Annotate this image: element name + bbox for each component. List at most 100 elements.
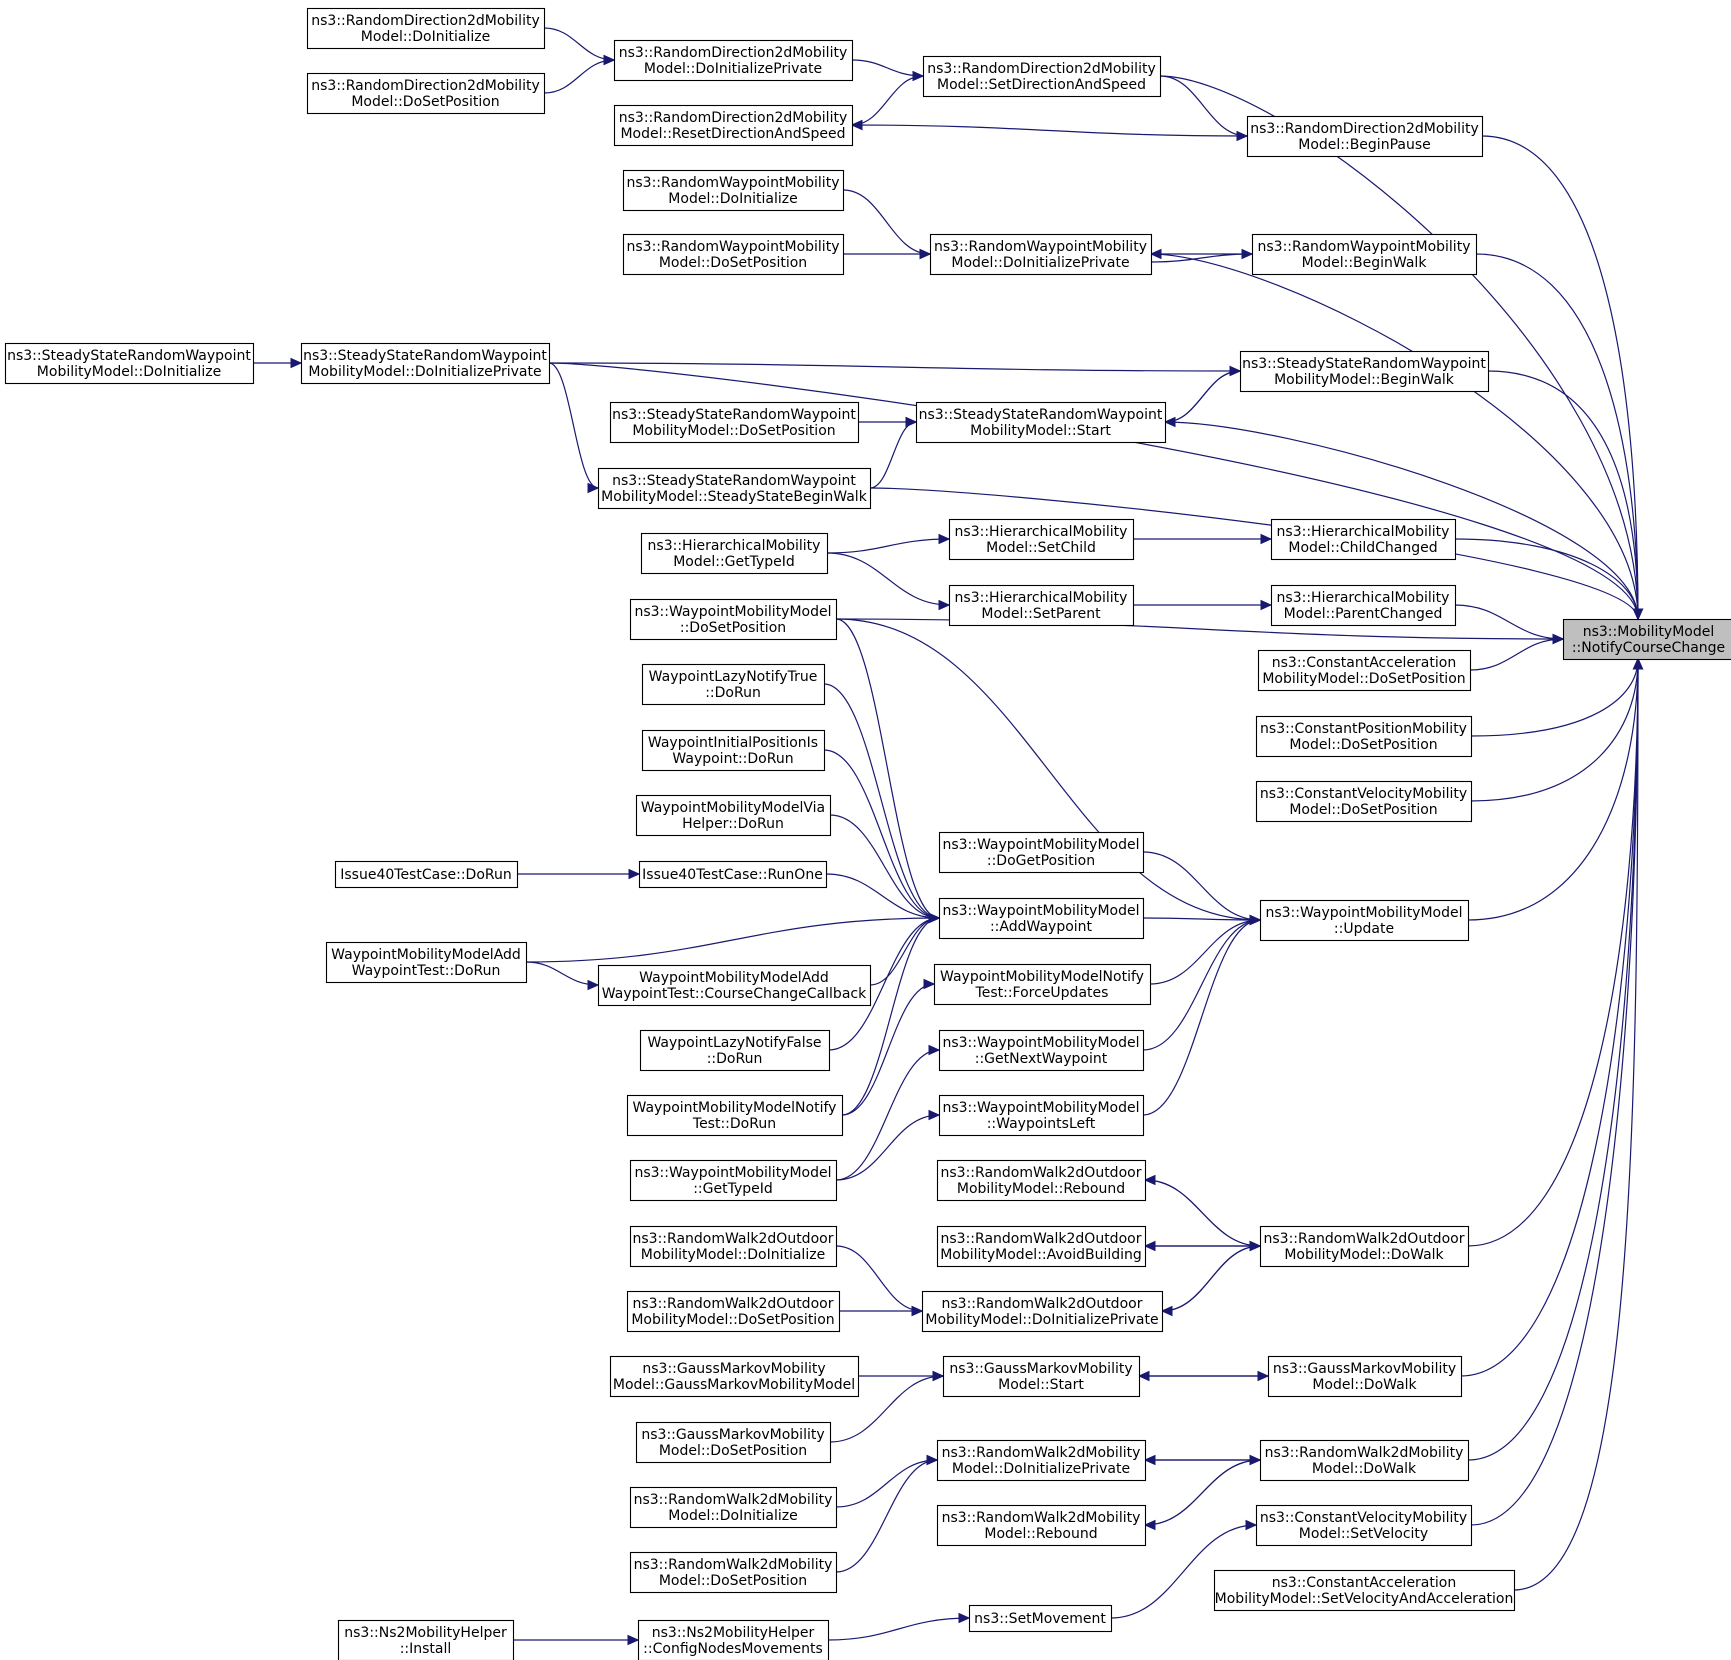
node-box [597, 964, 872, 1007]
node-hm-setparent[interactable]: ns3::HierarchicalMobilityModel::SetParen… [948, 584, 1135, 627]
edge-ss-start-to-ss-beginwalk [1164, 370, 1241, 423]
node-label: ns3::RandomDirection2dMobility [311, 78, 539, 94]
node-box [936, 1504, 1147, 1547]
node-rd2-doinitpriv[interactable]: ns3::RandomDirection2dMobilityModel::DoI… [613, 39, 854, 82]
node-wmmawt-dorun[interactable]: WaypointMobilityModelAddWaypointTest::Do… [325, 941, 528, 984]
node-gm-dosetpos[interactable]: ns3::GaussMarkovMobilityModel::DoSetPosi… [635, 1421, 832, 1464]
node-wmm-getnext[interactable]: ns3::WaypointMobilityModel::GetNextWaypo… [938, 1029, 1145, 1072]
node-label: Model::DoInitialize [361, 29, 490, 45]
node-label: ns3::RandomWaypointMobility [627, 175, 840, 191]
node-ss-doinitpriv[interactable]: ns3::SteadyStateRandomWaypointMobilityMo… [300, 342, 551, 385]
node-rw2-doinitpriv[interactable]: ns3::RandomWalk2dMobilityModel::DoInitia… [936, 1439, 1147, 1482]
node-label: ::DoRun [707, 1051, 763, 1067]
node-hm-parentchanged[interactable]: ns3::HierarchicalMobilityModel::ParentCh… [1270, 584, 1457, 627]
node-rd2-setdir[interactable]: ns3::RandomDirection2dMobilityModel::Set… [922, 55, 1162, 98]
node-cv-dosetpos[interactable]: ns3::ConstantVelocityMobilityModel::DoSe… [1255, 780, 1473, 823]
node-rd2-doinit[interactable]: ns3::RandomDirection2dMobilityModel::DoI… [306, 7, 546, 50]
node-label: Model::DoSetPosition [659, 255, 807, 271]
node-box [933, 963, 1152, 1006]
node-ss-start[interactable]: ns3::SteadyStateRandomWaypointMobilityMo… [915, 401, 1167, 444]
node-wmm-gettypeid[interactable]: ns3::WaypointMobilityModel::GetTypeId [629, 1159, 838, 1202]
arrowhead [850, 119, 863, 131]
node-ns2-install[interactable]: ns3::Ns2MobilityHelper::Install [337, 1619, 515, 1660]
node-rw2o-avoid[interactable]: ns3::RandomWalk2dOutdoorMobilityModel::A… [936, 1225, 1147, 1268]
edge-hm-gettypeid-to-hm-setchild [826, 538, 950, 554]
node-cp-dosetpos[interactable]: ns3::ConstantPositionMobilityModel::DoSe… [1255, 715, 1473, 758]
node-cv-setvel[interactable]: ns3::ConstantVelocityMobilityModel::SetV… [1255, 1504, 1473, 1547]
node-label: WaypointTest::CourseChangeCallback [602, 986, 867, 1002]
node-hm-gettypeid[interactable]: ns3::HierarchicalMobilityModel::GetTypeI… [640, 532, 829, 575]
node-label: ns3::RandomWalk2dMobility [634, 1557, 833, 1573]
node-rw2-doinit[interactable]: ns3::RandomWalk2dMobilityModel::DoInitia… [629, 1486, 838, 1529]
node-box [597, 467, 872, 510]
node-label: MobilityModel::DoInitialize [37, 364, 221, 380]
node-wmm-wpleft[interactable]: ns3::WaypointMobilityModel::WaypointsLef… [938, 1094, 1145, 1137]
node-label: Model::SetParent [981, 606, 1101, 622]
node-i40-runone[interactable]: Issue40TestCase::RunOne [638, 860, 828, 889]
node-setmovement[interactable]: ns3::SetMovement [968, 1604, 1113, 1633]
node-box [1562, 618, 1731, 661]
node-box [613, 39, 854, 82]
edge-rwp-beginwalk-to-notify [1475, 253, 1639, 620]
node-wmm-dogetpos[interactable]: ns3::WaypointMobilityModel::DoGetPositio… [938, 831, 1145, 874]
node-label: WaypointMobilityModelAdd [331, 947, 521, 963]
node-wmm-addwp[interactable]: ns3::WaypointMobilityModel::AddWaypoint [938, 897, 1145, 940]
node-rd2-reset[interactable]: ns3::RandomDirection2dMobilityModel::Res… [613, 104, 854, 147]
node-label: WaypointLazyNotifyTrue [649, 669, 818, 685]
node-rwp-doinit[interactable]: ns3::RandomWaypointMobilityModel::DoInit… [622, 169, 845, 212]
arrowhead [1632, 608, 1644, 621]
edge-ns2-config-to-setmovement [827, 1617, 970, 1641]
node-rw2o-doinitpriv[interactable]: ns3::RandomWalk2dOutdoorMobilityModel::D… [921, 1290, 1164, 1333]
node-rw2o-rebound[interactable]: ns3::RandomWalk2dOutdoorMobilityModel::R… [936, 1159, 1147, 1202]
node-wlnt-dorun[interactable]: WaypointLazyNotifyTrue::DoRun [641, 663, 826, 706]
node-label: ns3::RandomWalk2dMobility [1265, 1445, 1464, 1461]
node-wlnf-dorun[interactable]: WaypointLazyNotifyFalse::DoRun [639, 1029, 831, 1072]
node-ca-dosetpos[interactable]: ns3::ConstantAccelerationMobilityModel::… [1257, 649, 1472, 692]
node-notify[interactable]: ns3::MobilityModel::NotifyCourseChange [1562, 618, 1731, 661]
edge-wmm-dosetpos-to-wmm-addwp [835, 618, 940, 919]
node-label: Model::BeginPause [1298, 137, 1431, 153]
node-gm-dowalk[interactable]: ns3::GaussMarkovMobilityModel::DoWalk [1267, 1355, 1463, 1398]
node-ss-doinit[interactable]: ns3::SteadyStateRandomWaypointMobilityMo… [4, 342, 255, 385]
node-rw2o-doinit[interactable]: ns3::RandomWalk2dOutdoorMobilityModel::D… [629, 1225, 838, 1268]
node-wmmawt-ccb[interactable]: WaypointMobilityModelAddWaypointTest::Co… [597, 964, 872, 1007]
node-rwp-doinitpriv[interactable]: ns3::RandomWaypointMobilityModel::DoInit… [929, 233, 1153, 276]
node-box [938, 897, 1145, 940]
node-hm-childchanged[interactable]: ns3::HierarchicalMobilityModel::ChildCha… [1270, 518, 1457, 561]
node-wmm-update[interactable]: ns3::WaypointMobilityModel::Update [1259, 899, 1470, 942]
node-label: Waypoint::DoRun [672, 751, 793, 767]
node-label: Model::Rebound [984, 1526, 1097, 1542]
node-ss-steadybegin[interactable]: ns3::SteadyStateRandomWaypointMobilityMo… [597, 467, 872, 510]
node-box [1213, 1569, 1516, 1612]
node-label: ::WaypointsLeft [987, 1116, 1096, 1132]
node-rwp-beginwalk[interactable]: ns3::RandomWaypointMobilityModel::BeginW… [1251, 233, 1478, 276]
node-ss-beginwalk[interactable]: ns3::SteadyStateRandomWaypointMobilityMo… [1239, 350, 1490, 393]
node-rd2-beginpause[interactable]: ns3::RandomDirection2dMobilityModel::Beg… [1246, 115, 1484, 158]
node-label: ns3::RandomWalk2dOutdoor [1264, 1231, 1465, 1247]
node-rw2-dosetpos[interactable]: ns3::RandomWalk2dMobilityModel::DoSetPos… [629, 1551, 838, 1594]
node-rw2o-dosetpos[interactable]: ns3::RandomWalk2dOutdoorMobilityModel::D… [626, 1290, 841, 1333]
node-label: Model::BeginWalk [1302, 255, 1428, 271]
node-ss-dosetpos[interactable]: ns3::SteadyStateRandomWaypointMobilityMo… [609, 401, 860, 444]
arrowhead [1260, 599, 1273, 611]
node-rwp-dosetpos[interactable]: ns3::RandomWaypointMobilityModel::DoSetP… [622, 233, 845, 276]
node-rd2-dosetpos[interactable]: ns3::RandomDirection2dMobilityModel::DoS… [306, 72, 546, 115]
edge-rw2-dowalk-to-notify [1467, 658, 1639, 1461]
node-label: ns3::HierarchicalMobility [1277, 590, 1450, 606]
node-ca-setvelacc[interactable]: ns3::ConstantAccelerationMobilityModel::… [1213, 1569, 1516, 1612]
edge-wmmawt-dorun-to-wmm-addwp [525, 917, 940, 963]
node-wmmnt-force[interactable]: WaypointMobilityModelNotifyTest::ForceUp… [933, 963, 1152, 1006]
node-rw2o-dowalk[interactable]: ns3::RandomWalk2dOutdoorMobilityModel::D… [1259, 1225, 1470, 1268]
node-wmm-dosetpos[interactable]: ns3::WaypointMobilityModel::DoSetPositio… [629, 598, 838, 641]
node-box [1257, 649, 1472, 692]
node-gm-ctor[interactable]: ns3::GaussMarkovMobilityModel::GaussMark… [609, 1355, 860, 1398]
node-gm-start[interactable]: ns3::GaussMarkovMobilityModel::Start [942, 1355, 1141, 1398]
node-i40-dorun[interactable]: Issue40TestCase::DoRun [334, 860, 519, 889]
node-ns2-config[interactable]: ns3::Ns2MobilityHelper::ConfigNodesMovem… [637, 1619, 830, 1660]
